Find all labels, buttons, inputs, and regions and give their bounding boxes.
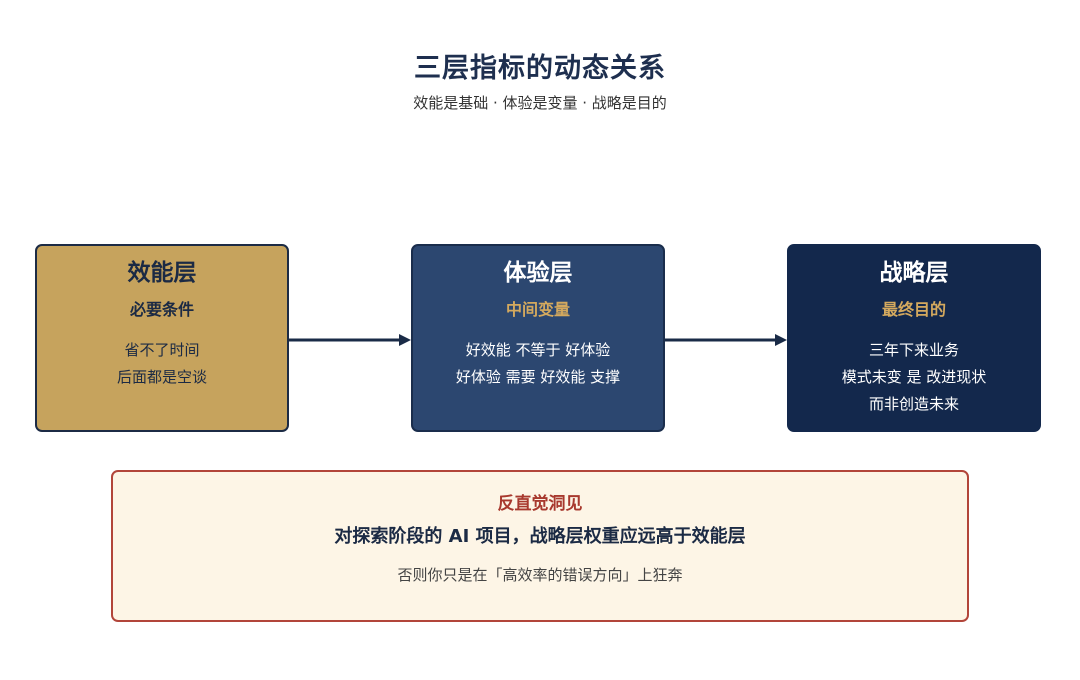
insight-heading: 反直觉洞见 (497, 494, 583, 514)
efficiency-layer-role: 必要条件 (129, 300, 194, 319)
strategy-layer-box: 战略层 最终目的 三年下来业务 模式未变 是 改进现状 而非创造未来 (787, 244, 1041, 432)
arrow-efficiency-to-experience (289, 334, 411, 346)
efficiency-layer-line: 后面都是空谈 (116, 368, 207, 386)
experience-layer-line: 好体验 需要 好效能 支撑 (455, 368, 621, 386)
insight-main-statement: 对探索阶段的 AI 项目，战略层权重应远高于效能层 (334, 526, 746, 547)
strategy-layer-role: 最终目的 (881, 300, 946, 319)
strategy-layer-name: 战略层 (879, 260, 949, 286)
efficiency-layer-name: 效能层 (127, 260, 197, 286)
insight-callout: 反直觉洞见 对探索阶段的 AI 项目，战略层权重应远高于效能层 否则你只是在「高… (111, 470, 969, 622)
strategy-layer-description: 三年下来业务 模式未变 是 改进现状 而非创造未来 (789, 337, 1039, 418)
arrow-experience-to-strategy (665, 334, 787, 346)
experience-layer-role: 中间变量 (505, 300, 570, 319)
strategy-layer-line: 而非创造未来 (868, 395, 959, 413)
experience-layer-description: 好效能 不等于 好体验 好体验 需要 好效能 支撑 (413, 337, 663, 391)
strategy-layer-line: 模式未变 是 改进现状 (841, 368, 987, 386)
diagram-subtitle: 效能是基础 · 体验是变量 · 战略是目的 (413, 94, 667, 112)
insight-note: 否则你只是在「高效率的错误方向」上狂奔 (397, 566, 683, 584)
diagram-title: 三层指标的动态关系 (414, 53, 666, 84)
experience-layer-line: 好效能 不等于 好体验 (465, 341, 611, 359)
experience-layer-name: 体验层 (503, 260, 573, 286)
efficiency-layer-box: 效能层 必要条件 省不了时间 后面都是空谈 (35, 244, 289, 432)
strategy-layer-line: 三年下来业务 (868, 341, 959, 359)
efficiency-layer-line: 省不了时间 (124, 341, 200, 359)
efficiency-layer-description: 省不了时间 后面都是空谈 (37, 337, 287, 391)
experience-layer-box: 体验层 中间变量 好效能 不等于 好体验 好体验 需要 好效能 支撑 (411, 244, 665, 432)
